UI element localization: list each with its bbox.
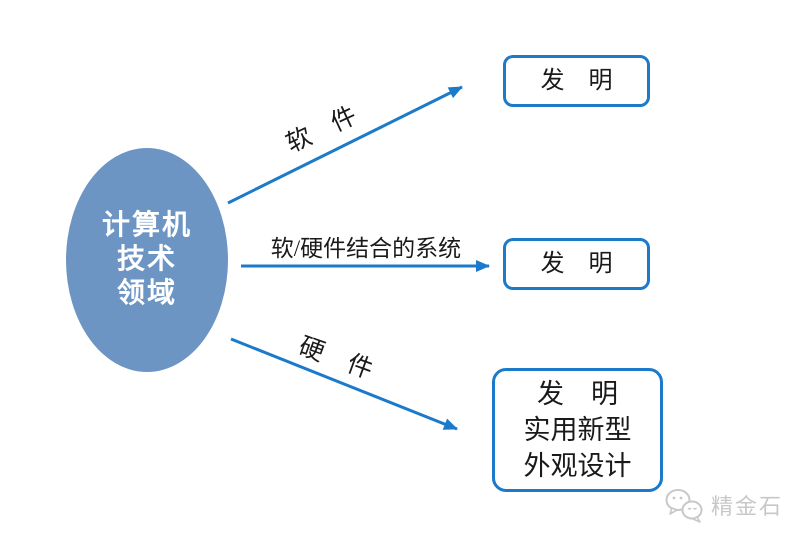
watermark: 精金石 <box>664 487 783 523</box>
target-node-line: 发 明 <box>540 68 613 94</box>
target-node-line: 实用新型 <box>523 415 632 445</box>
edge-label-software: 软 件 <box>282 98 370 159</box>
edge-label-combined-system: 软/硬件结合的系统 <box>270 236 462 261</box>
target-node-invention-software: 发 明 <box>503 55 650 107</box>
target-node-line: 外观设计 <box>523 451 632 481</box>
edge-label-hardware: 硬 件 <box>295 332 386 388</box>
source-node-line: 计算机 <box>101 210 192 241</box>
target-node-line: 发 明 <box>540 251 613 277</box>
target-node-invention-utility-design: 发 明 实用新型 外观设计 <box>492 368 663 492</box>
target-node-line: 发 明 <box>537 379 618 409</box>
source-node-line: 领域 <box>116 278 177 309</box>
source-node-line: 技术 <box>116 244 177 275</box>
wechat-bubbles-icon <box>665 489 703 523</box>
watermark-brand-text: 精金石 <box>711 494 784 519</box>
source-node-computer-technology-field: 计算机 技术 领域 <box>66 148 228 372</box>
target-node-invention-combined: 发 明 <box>503 238 650 290</box>
